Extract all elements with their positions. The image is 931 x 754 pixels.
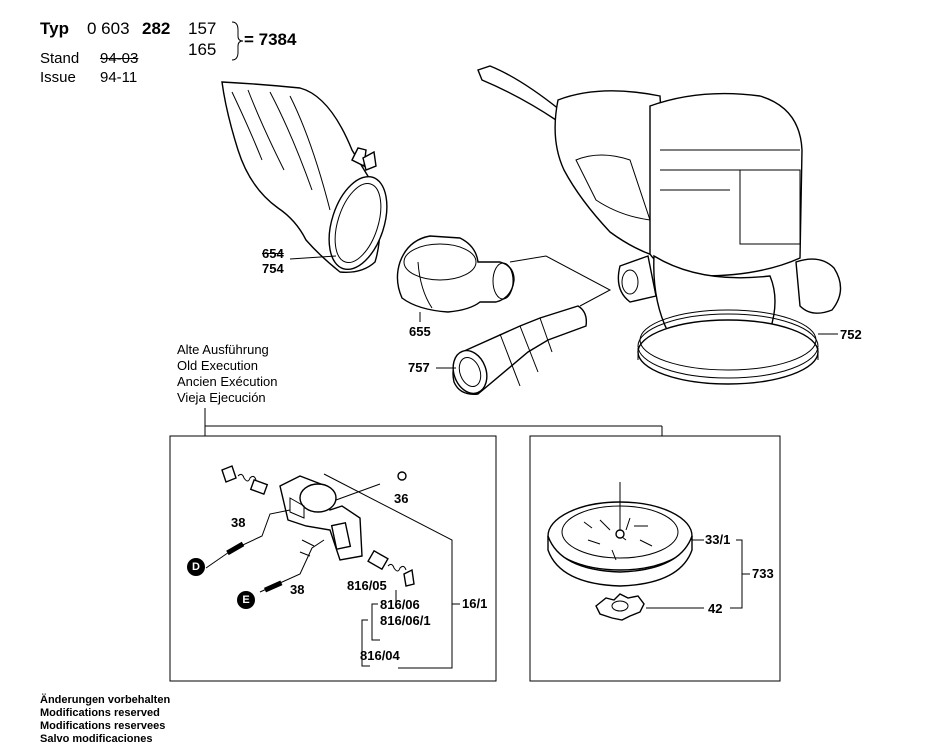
dust-bag (221, 81, 388, 273)
model-number: = 7384 (244, 30, 297, 49)
stand-value: 94-03 (100, 50, 139, 67)
variant-b: 165 (188, 40, 217, 59)
callout-16-1: 16/1 (462, 596, 488, 611)
issue-label: Issue (40, 69, 76, 86)
callout-655: 655 (409, 324, 431, 339)
callout-754: 754 (262, 261, 284, 276)
random-orbit-sander (477, 65, 842, 385)
callout-816-06-1: 816/06/1 (380, 613, 431, 628)
retaining-clip (397, 471, 407, 481)
pad-plate-42 (595, 593, 645, 621)
callout-38-upper: 38 (231, 515, 246, 530)
callout-816-06: 816/06 (380, 597, 420, 612)
variant-a: 157 (188, 19, 217, 38)
issue-value: 94-11 (100, 69, 138, 86)
stand-label: Stand (40, 50, 80, 67)
old-execution-box-left (169, 435, 497, 682)
callout-36: 36 (394, 491, 409, 506)
leader-754 (289, 255, 337, 260)
lower-brush-spring (367, 549, 415, 587)
old-execution-en: Old Execution (177, 358, 258, 373)
old-execution-es: Vieja Ejecución (177, 390, 266, 405)
footer-es: Salvo modificaciones (40, 733, 153, 745)
upper-brush-spring (221, 465, 269, 495)
callout-816-04: 816/04 (360, 648, 400, 663)
old-execution-de: Alte Ausführung (177, 342, 269, 357)
old-execution-box-right (529, 435, 781, 682)
footer-de: Änderungen vorbehalten (40, 694, 171, 706)
typ-label: Typ (40, 19, 69, 38)
callout-654: 654 (262, 246, 284, 261)
dust-adapter (396, 235, 515, 313)
callout-42: 42 (708, 601, 723, 616)
old-execution-bracket (204, 408, 663, 436)
callout-33-1: 33/1 (705, 532, 731, 547)
adapter-tube (452, 305, 588, 395)
connector-badge-d: D (187, 558, 205, 576)
typ-prefix: 0 603 (87, 19, 130, 38)
callout-816-05: 816/05 (347, 578, 387, 593)
wire-38-upper (205, 509, 291, 569)
old-execution-fr: Ancien Exécution (177, 374, 278, 389)
brush-holder-assembly (279, 475, 363, 561)
footer-fr: Modifications reservees (40, 720, 166, 732)
header-brace (231, 21, 244, 61)
connector-badge-e: E (237, 591, 255, 609)
typ-main-number: 282 (142, 19, 171, 38)
callout-757: 757 (408, 360, 430, 375)
callout-38-lower: 38 (290, 582, 305, 597)
footer-en: Modifications reserved (40, 707, 160, 719)
callout-733: 733 (752, 566, 774, 581)
sanding-pad (547, 501, 693, 587)
callout-752: 752 (840, 327, 862, 342)
